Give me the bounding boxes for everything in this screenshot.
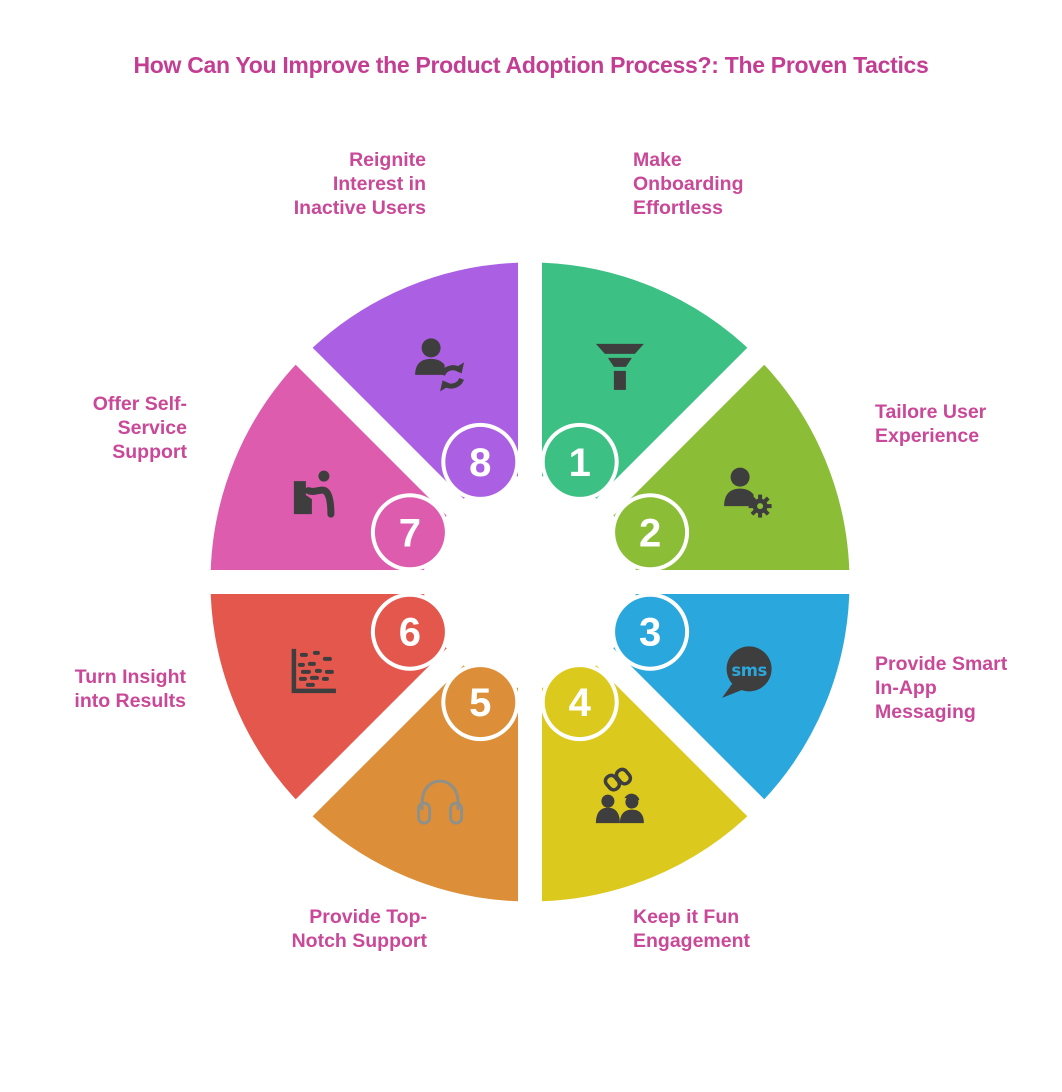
segment-6-badge: [374, 596, 445, 667]
segment-5-number: 5: [469, 681, 491, 725]
segment-1-number: 1: [569, 441, 591, 485]
segment-7-badge: [374, 497, 445, 568]
segment-8-badge: [445, 426, 516, 497]
label-tailore-user-experience: Tailore User Experience: [875, 401, 987, 447]
wheel-number-badges: 1 2 3 4 5 6 7 8: [370, 422, 690, 742]
segment-3-number: 3: [639, 611, 661, 655]
segment-8-number: 8: [469, 441, 491, 485]
segment-4-badge: [544, 667, 615, 738]
label-make-onboarding-effortless: Make Onboarding Effortless: [633, 149, 744, 219]
segment-1-badge: [544, 426, 615, 497]
segment-separator: [281, 333, 779, 831]
segment-7-number: 7: [399, 511, 421, 555]
segment-5-badge: [445, 667, 516, 738]
segment-2-number: 2: [639, 511, 661, 555]
label-provide-smart-in-app-messaging: Provide Smart In-App Messaging: [875, 653, 1008, 723]
segment-2-badge: [615, 497, 686, 568]
segment-4-number: 4: [569, 681, 592, 725]
wheel-separators: [190, 242, 870, 922]
label-reignite-interest-in-inactive-users: Reignite Interest in Inactive Users: [293, 149, 426, 219]
label-provide-top-notch-support: Provide Top- Notch Support: [291, 906, 427, 952]
label-keep-it-fun-engagement: Keep it Fun Engagement: [633, 906, 751, 952]
page-title: How Can You Improve the Product Adoption…: [133, 52, 929, 78]
segment-6-number: 6: [399, 611, 421, 655]
label-offer-self-service-support: Offer Self- Service Support: [92, 393, 187, 463]
label-turn-insight-into-results: Turn Insight into Results: [74, 666, 186, 712]
segment-3-badge: [615, 596, 686, 667]
